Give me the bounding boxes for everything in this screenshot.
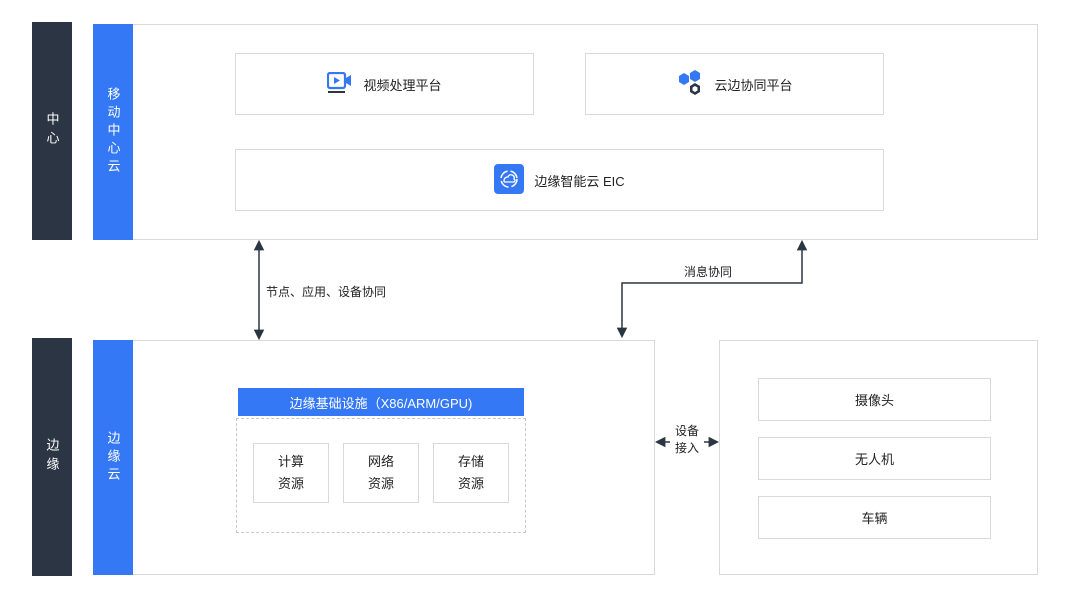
video-platform-label: 视频处理平台	[363, 77, 442, 93]
cloud-edge-platform-card: 云边协同平台	[585, 53, 884, 115]
cloud-sync-icon	[494, 163, 525, 197]
video-platform-card: 视频处理平台	[235, 53, 534, 115]
device-camera: 摄像头	[758, 378, 991, 421]
node-app-device-sync-label: 节点、应用、设备协同	[266, 285, 387, 299]
network-resource-card: 网络 资源	[343, 443, 419, 503]
center-label: 中心	[32, 22, 72, 240]
device-vehicle: 车辆	[758, 496, 991, 539]
cloud-edge-platform-label: 云边协同平台	[714, 77, 793, 93]
storage-resource-card: 存储 资源	[433, 443, 509, 503]
eic-label: 边缘智能云 EIC	[534, 173, 625, 189]
compute-resource-card: 计算 资源	[253, 443, 329, 503]
edge-infrastructure-box	[236, 418, 526, 533]
message-sync-label: 消息协同	[684, 265, 733, 279]
message-coordination-arrow	[616, 239, 808, 339]
video-play-icon	[327, 71, 353, 97]
edge-infrastructure-title: 边缘基础设施（X86/ARM/GPU)	[238, 388, 524, 416]
hexagon-cluster-icon	[676, 69, 704, 100]
mobile-center-cloud-label: 移动中心云	[93, 24, 133, 240]
device-drone: 无人机	[758, 437, 991, 480]
edge-label: 边缘	[32, 338, 72, 576]
device-access-label: 设备 接入	[670, 423, 704, 457]
eic-card: 边缘智能云 EIC	[235, 149, 884, 211]
edge-cloud-label: 边缘云	[93, 340, 133, 575]
